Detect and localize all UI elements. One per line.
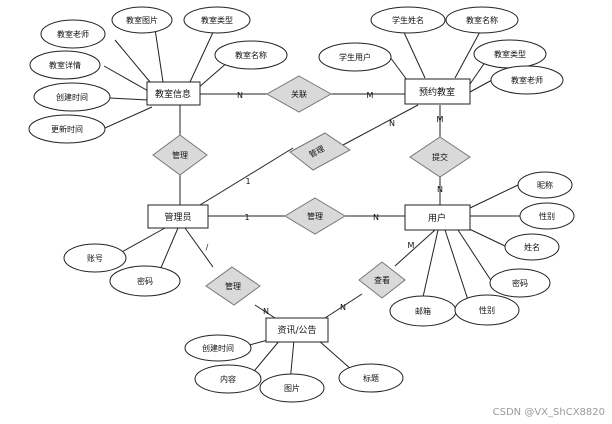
attr-user-name: 姓名 <box>524 242 540 252</box>
attr-classroom-image: 教室图片 <box>126 15 158 25</box>
attr-user-password: 密码 <box>512 278 528 288</box>
cardinality-labels: N M N 1 M N 1 N / N N M <box>206 91 444 316</box>
attr-classroom-created: 创建时间 <box>56 92 88 102</box>
attributes-admin: 账号 密码 <box>63 243 181 297</box>
card-assoc-left: N <box>237 91 243 100</box>
relationship-manage-news: 管理 <box>205 266 261 306</box>
attr-classroom-updated: 更新时间 <box>51 124 83 134</box>
attr-reservation-teacher: 教室老师 <box>511 75 543 85</box>
card-admin-user-right: N <box>373 213 379 222</box>
relationship-manage-reservation: 管理 <box>289 132 351 171</box>
card-res-submit-top: M <box>437 115 444 124</box>
entity-reservation-label: 预约教室 <box>419 86 455 98</box>
entity-news: 资讯/公告 <box>265 317 329 343</box>
card-view-user: M <box>408 241 415 250</box>
attr-news-created: 创建时间 <box>202 343 234 353</box>
attributes-classroom: 教室老师 教室图片 教室类型 教室名称 教室详情 创建时间 更新时间 <box>28 6 288 144</box>
attr-admin-password: 密码 <box>137 276 153 286</box>
attr-user-email: 邮箱 <box>415 306 431 316</box>
entity-admin: 管理员 <box>147 204 209 229</box>
relationship-manage-user: 管理 <box>284 197 346 235</box>
entity-news-label: 资讯/公告 <box>277 324 316 336</box>
attr-reservation-student-user: 学生用户 <box>339 52 371 62</box>
relationship-associate: 关联 <box>265 75 333 113</box>
attr-user-nickname: 昵称 <box>537 180 553 190</box>
card-res-submit-bottom: N <box>437 185 443 194</box>
attr-reservation-student-name: 学生姓名 <box>392 15 424 25</box>
relationship-manage-classroom: 管理 <box>152 134 208 176</box>
entity-classroom-label: 教室信息 <box>155 88 191 100</box>
watermark: CSDN @VX_ShCX8820 <box>493 407 605 418</box>
attr-classroom-detail: 教室详情 <box>49 60 81 70</box>
card-res-admin-bottom: 1 <box>245 177 250 186</box>
relationship-submit: 提交 <box>409 136 471 178</box>
entity-classroom: 教室信息 <box>146 81 201 106</box>
attr-classroom-type: 教室类型 <box>201 15 233 25</box>
card-assoc-right: M <box>367 91 374 100</box>
relationship-manage-classroom-label: 管理 <box>172 150 188 160</box>
attr-reservation-classroom-name: 教室名称 <box>466 15 498 25</box>
entity-admin-label: 管理员 <box>164 211 191 223</box>
relationship-associate-label: 关联 <box>291 89 307 99</box>
entity-reservation: 预约教室 <box>404 78 471 105</box>
entity-user-label: 用户 <box>428 212 446 224</box>
relationship-view-label: 查看 <box>374 275 390 285</box>
attributes-news: 创建时间 内容 图片 标题 <box>184 334 404 403</box>
attr-user-gender-2: 性别 <box>479 305 495 315</box>
relationship-view: 查看 <box>358 261 406 299</box>
attr-reservation-classroom-type: 教室类型 <box>494 49 526 59</box>
attr-news-title: 标题 <box>363 373 379 383</box>
card-admin-user-left: 1 <box>244 213 249 222</box>
attr-user-gender: 性别 <box>539 211 555 221</box>
attr-news-content: 内容 <box>220 374 236 384</box>
card-admin-news-bottom: N <box>263 307 269 316</box>
attr-news-image: 图片 <box>284 383 300 393</box>
card-view-news: N <box>340 303 346 312</box>
card-res-admin-top: N <box>389 119 395 128</box>
attr-classroom-name: 教室名称 <box>235 50 267 60</box>
relationship-manage-user-label: 管理 <box>307 211 323 221</box>
attr-classroom-teacher: 教室老师 <box>57 29 89 39</box>
relationship-submit-label: 提交 <box>432 152 448 162</box>
relationship-manage-news-label: 管理 <box>225 281 241 291</box>
card-admin-news-top: / <box>206 243 209 252</box>
attributes-user: 昵称 性别 姓名 密码 邮箱 性别 <box>389 171 575 327</box>
attr-admin-account: 账号 <box>87 254 103 263</box>
attributes-reservation: 学生姓名 教室名称 学生用户 教室类型 教室老师 <box>318 6 564 95</box>
connector-lines <box>103 27 520 383</box>
entity-user: 用户 <box>404 204 471 231</box>
